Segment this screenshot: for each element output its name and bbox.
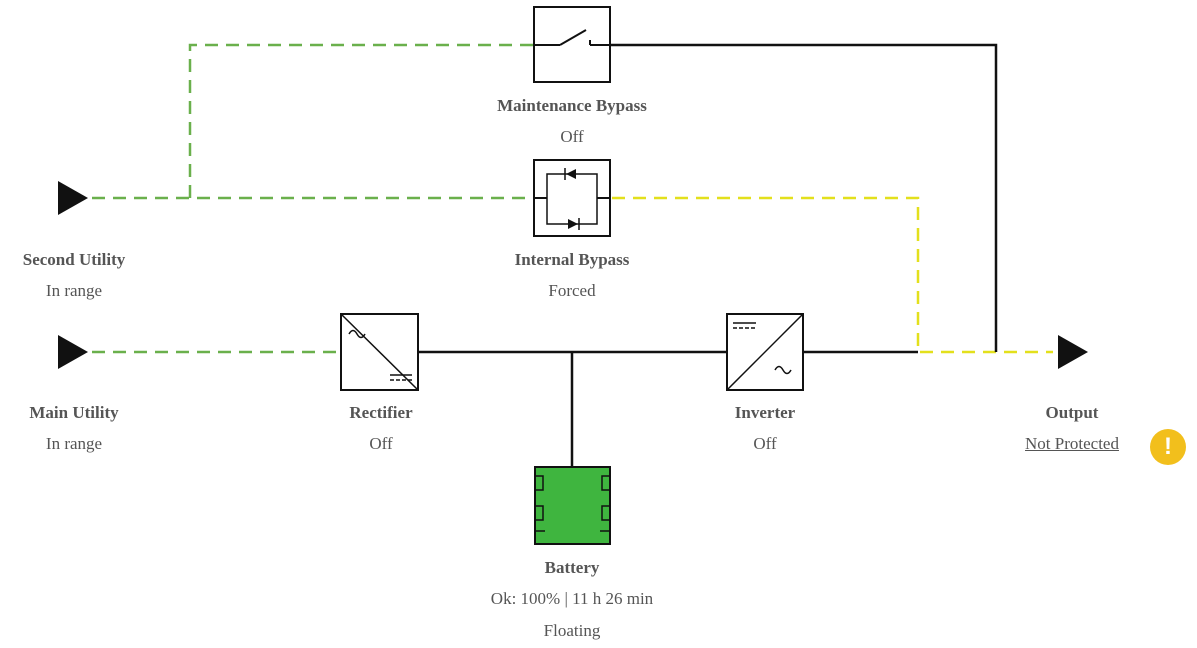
- rectifier-status: Off: [369, 434, 393, 453]
- battery-mode: Floating: [543, 621, 601, 640]
- battery-title: Battery: [544, 558, 600, 577]
- output-status: Not Protected: [1025, 428, 1119, 460]
- inverter-title: Inverter: [734, 403, 796, 422]
- utility-dashed-lines: [92, 43, 533, 354]
- second-utility-status: In range: [45, 281, 103, 300]
- solid-lines: [419, 43, 998, 466]
- second-utility-arrow-icon: [58, 181, 88, 215]
- maintenance-bypass-switch-icon[interactable]: [533, 6, 611, 83]
- rectifier-label: Rectifier Off: [349, 398, 412, 460]
- battery-status: Ok: 100% | 11 h 26 min: [490, 589, 654, 608]
- internal-bypass-title: Internal Bypass: [514, 250, 630, 269]
- main-utility-arrow-icon: [58, 335, 88, 369]
- rectifier-icon[interactable]: [340, 313, 419, 391]
- maintenance-bypass-feed-line: [188, 43, 533, 198]
- internal-bypass-label: Internal Bypass Forced: [515, 245, 630, 307]
- maintenance-bypass-output-line: [606, 43, 998, 352]
- battery-icon[interactable]: [534, 466, 611, 545]
- rectifier-title: Rectifier: [349, 403, 413, 422]
- warning-icon[interactable]: !: [1150, 429, 1186, 465]
- output-title: Output: [1045, 403, 1099, 422]
- output-label: Output Not Protected: [1025, 398, 1119, 460]
- battery-label: Battery Ok: 100% | 11 h 26 min Floating: [491, 553, 653, 647]
- bypass-dashed-lines: [612, 196, 1053, 354]
- second-utility-label: Second Utility In range: [23, 245, 125, 307]
- output-arrow-icon: [1058, 335, 1088, 369]
- internal-bypass-status: Forced: [548, 281, 596, 300]
- main-utility-status: In range: [45, 434, 103, 453]
- maintenance-bypass-label: Maintenance Bypass Off: [497, 91, 647, 153]
- inverter-icon[interactable]: [726, 313, 804, 391]
- second-utility-title: Second Utility: [22, 250, 126, 269]
- inverter-status: Off: [753, 434, 777, 453]
- output-status-link[interactable]: Not Protected: [1025, 434, 1119, 453]
- internal-bypass-output-line: [612, 196, 1053, 354]
- main-utility-label: Main Utility In range: [29, 398, 118, 460]
- maintenance-bypass-status: Off: [560, 127, 584, 146]
- inverter-label: Inverter Off: [735, 398, 795, 460]
- internal-bypass-thyristor-icon[interactable]: [533, 159, 611, 237]
- maintenance-bypass-title: Maintenance Bypass: [497, 96, 647, 115]
- main-utility-title: Main Utility: [29, 403, 119, 422]
